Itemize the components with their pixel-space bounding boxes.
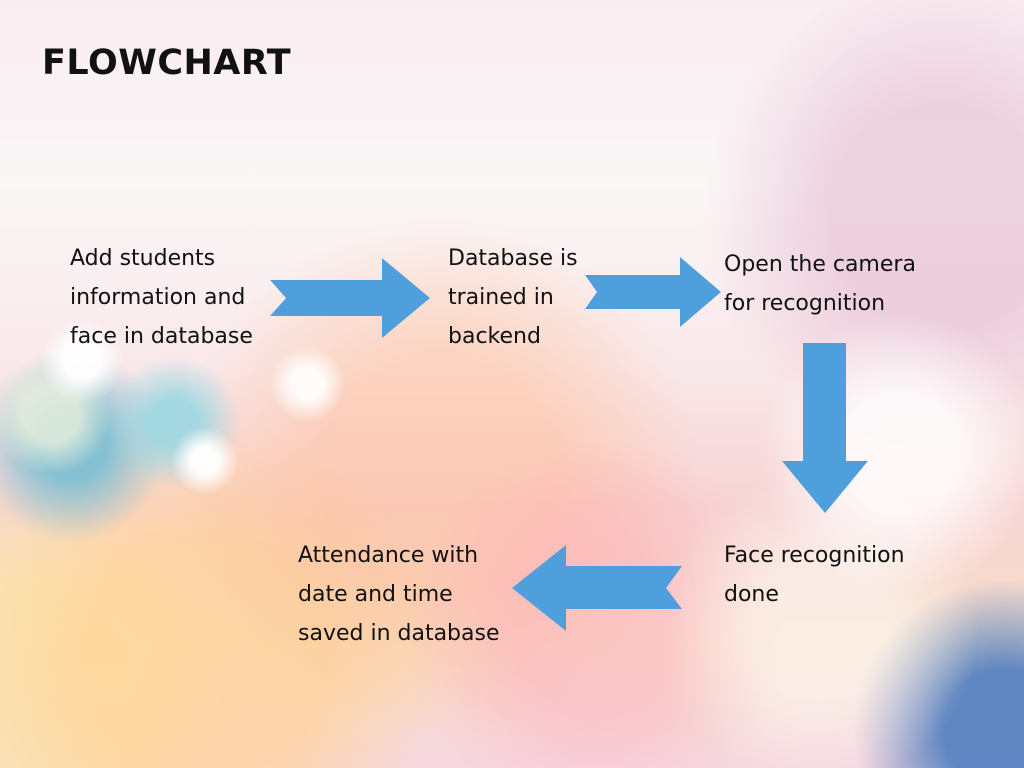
arrow-right-2 <box>585 257 721 327</box>
arrow-down <box>782 343 868 513</box>
arrow-left <box>512 545 682 631</box>
step-attendance-saved: Attendance with date and time saved in d… <box>298 543 500 646</box>
step-face-recognition-done: Face recognition done <box>724 543 905 607</box>
arrow-right-1 <box>270 258 430 338</box>
page-title: FLOWCHART <box>42 43 292 83</box>
step-open-camera: Open the camera for recognition <box>724 252 916 316</box>
step-database-trained: Database is trained in backend <box>448 246 578 349</box>
step-add-students: Add students information and face in dat… <box>70 246 253 349</box>
